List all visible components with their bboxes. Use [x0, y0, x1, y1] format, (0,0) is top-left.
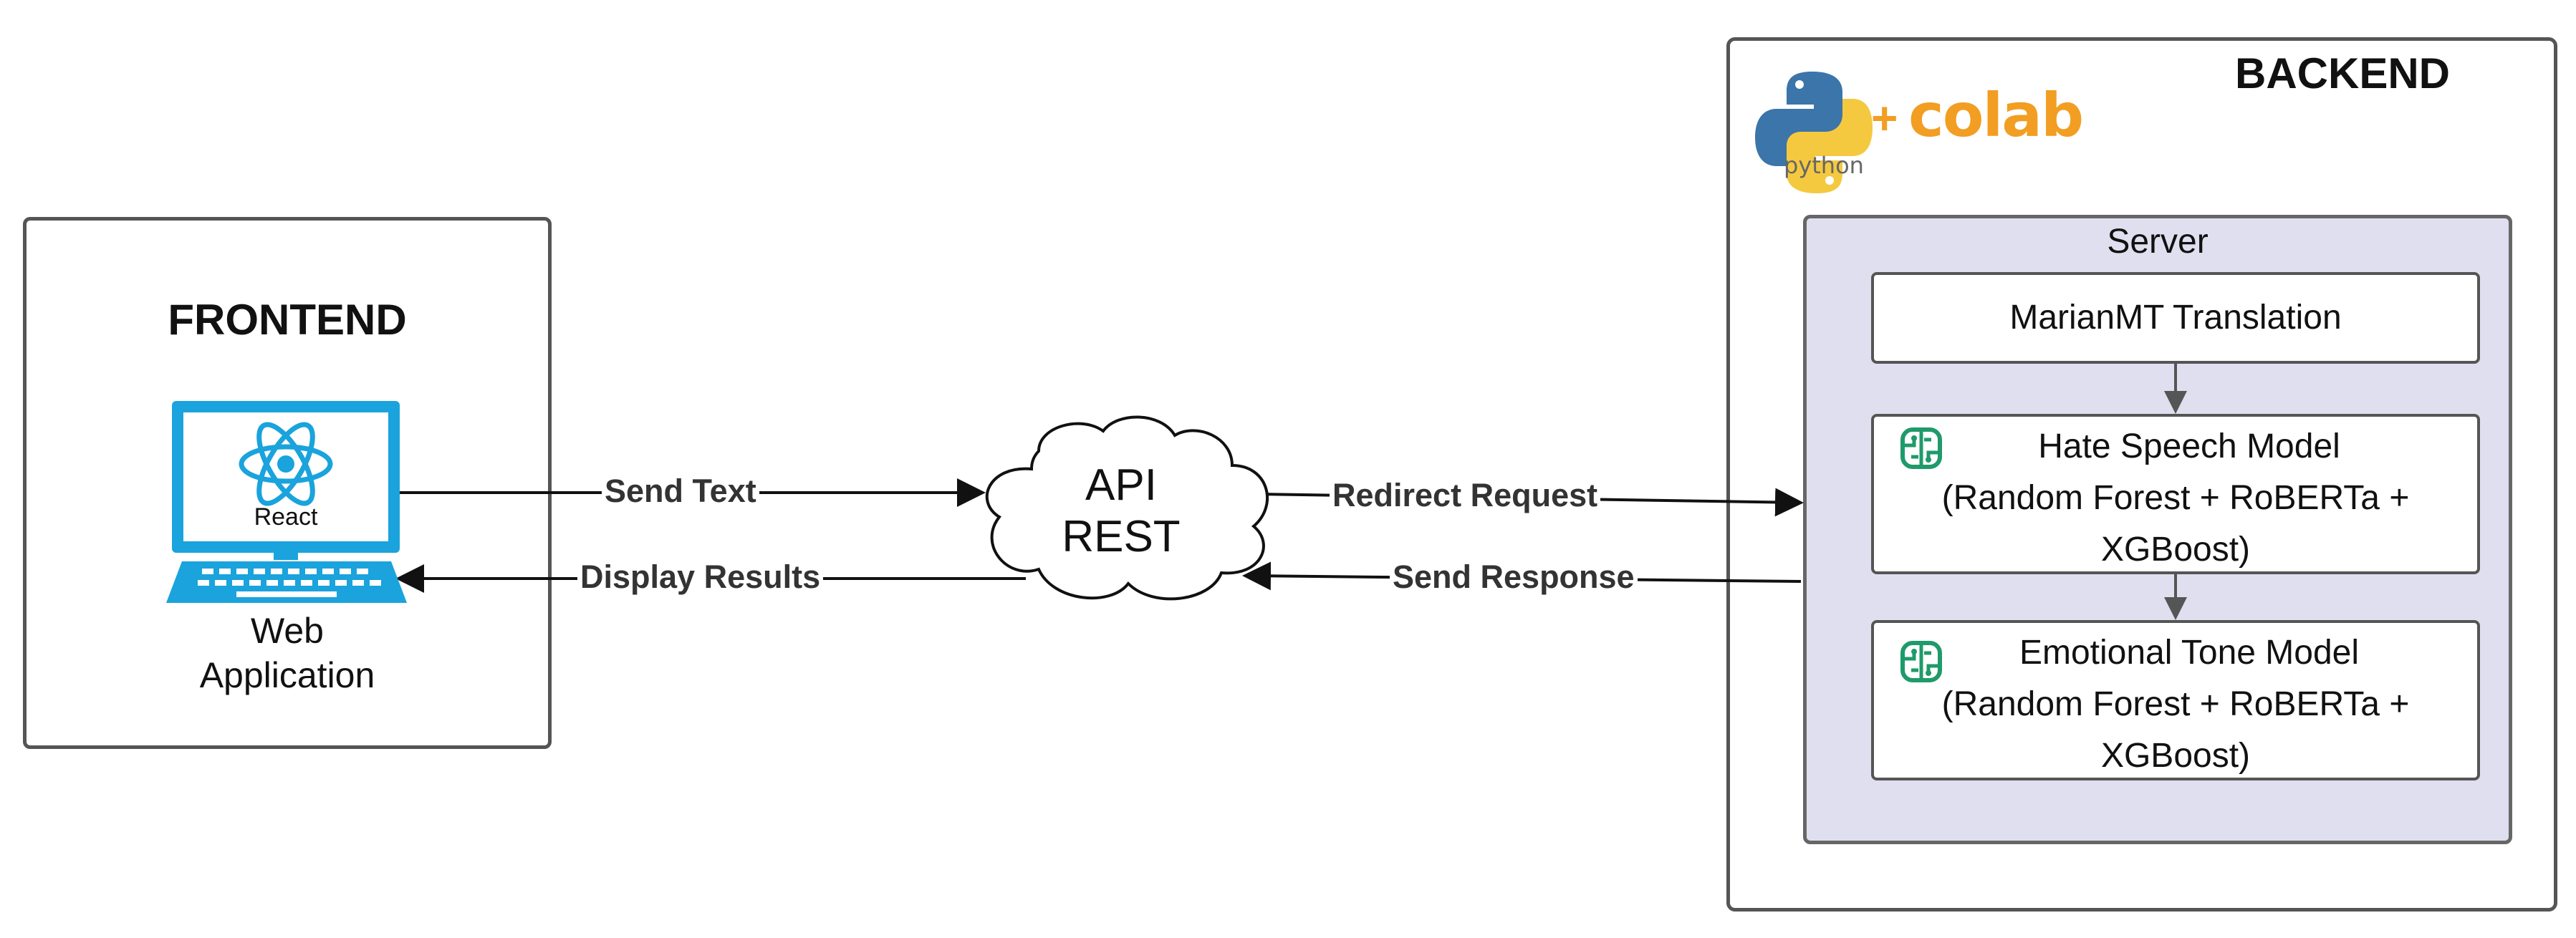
emotional-tone-model-box	[1871, 620, 2480, 780]
cloud-icon	[985, 415, 1269, 601]
rest-label: REST	[1062, 512, 1181, 561]
translation-label: MarianMT Translation	[2009, 299, 2342, 337]
python-label: python	[1784, 152, 1864, 179]
web-application-label-line2: Application	[199, 655, 375, 695]
react-logo-icon	[239, 422, 333, 506]
emotion-model-detail-end: XGBoost)	[2100, 737, 2251, 775]
backend-title: BACKEND	[2235, 49, 2450, 97]
colab-logo: colab	[1908, 80, 2084, 150]
send-response-label: Send Response	[1390, 559, 1638, 596]
translation-box	[1871, 272, 2480, 364]
redirect-request-label: Redirect Request	[1330, 477, 1601, 514]
server-title: Server	[2107, 223, 2209, 261]
display-results-label: Display Results	[577, 559, 824, 596]
hate-model-detail-end: XGBoost)	[2100, 531, 2251, 569]
python-logo-icon	[1755, 72, 1873, 193]
ai-brain-icon	[1900, 427, 1942, 469]
emotion-model-detail: (Random Forest + RoBERTa +	[1941, 685, 2410, 723]
emotion-model-title: Emotional Tone Model	[2019, 634, 2360, 672]
hate-speech-model-box	[1871, 414, 2480, 574]
hate-model-detail: (Random Forest + RoBERTa +	[1941, 479, 2410, 517]
laptop-icon	[166, 401, 407, 603]
frontend-title: FRONTEND	[168, 296, 407, 344]
ai-brain-icon	[1900, 641, 1942, 682]
api-label: API	[1085, 460, 1157, 510]
web-application-label-line1: Web	[251, 611, 324, 651]
send-text-label: Send Text	[602, 473, 759, 510]
plus-sign: +	[1871, 92, 1898, 144]
react-label: React	[254, 503, 318, 531]
hate-model-title: Hate Speech Model	[2038, 427, 2340, 465]
